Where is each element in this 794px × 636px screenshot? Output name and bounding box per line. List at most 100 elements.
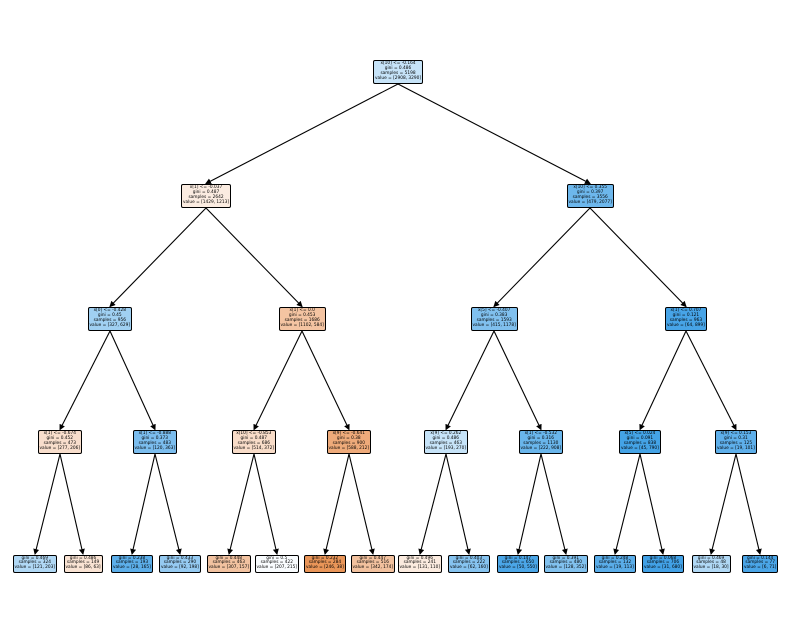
node-text-line: samples = 900 (332, 440, 365, 446)
node-text-line: gini = 0.31 (724, 435, 748, 441)
node-text-line: value = [50, 550] (499, 565, 537, 571)
tree-edge (59, 453, 85, 555)
node-text-line: gini = 0.469 (21, 555, 49, 561)
node-text-line: value = [86, 63] (65, 565, 101, 571)
node-text-line: x[0] <= -0.428 (93, 308, 126, 313)
tree-edge (639, 330, 687, 431)
tree-edge (445, 330, 495, 431)
node-text-line: x[1] <= 0.0 (289, 308, 315, 313)
node-text-line: gini = 0.147 (504, 555, 532, 561)
node-text-line: value = [45, 790] (621, 445, 659, 451)
node-text-line: samples = 686 (237, 440, 270, 446)
tree-edge (109, 330, 156, 431)
node-text-line: value = [128, 352] (545, 565, 587, 571)
node-text-line: samples = 956 (93, 317, 126, 323)
tree-edge (205, 207, 303, 308)
node-text-line: samples = 2642 (188, 194, 224, 200)
node-text-line: gini = 0.091 (626, 435, 654, 441)
node-text-line: gini = 0.5 (266, 555, 288, 561)
node-text-line: value = [222, 908] (520, 445, 562, 451)
tree-edge (493, 207, 591, 308)
node-text-line: value = [92, 198] (161, 565, 199, 571)
node-text-line: gini = 0.068 (649, 555, 677, 561)
node-text-line: x[10] <= 0.355 (573, 185, 607, 190)
tree-edge (301, 330, 350, 431)
node-text-line: x[10] <= -0.164 (380, 61, 416, 66)
tree-edge (227, 453, 255, 555)
node-text-line: samples = 48 (696, 560, 726, 566)
node-text-line: gini = 0.121 (672, 312, 700, 318)
node-text-line: samples = 473 (43, 440, 76, 446)
node-text-line: gini = 0.232 (311, 555, 339, 561)
node-text-line: value = [1102, 584] (280, 322, 324, 328)
tree-edge (613, 453, 641, 555)
node-text-line: samples = 3556 (572, 194, 608, 200)
tree-edge (205, 83, 399, 184)
tree-edge (445, 453, 471, 555)
node-text-line: gini = 0.447 (359, 555, 387, 561)
node-text-line: samples = 193 (115, 560, 149, 566)
node-text-line: samples = 290 (163, 560, 197, 566)
tree-edge (735, 453, 762, 555)
tree-edge (589, 207, 687, 308)
node-text-line: gini = 0.391 (552, 555, 580, 561)
node-text-line: value = [2908, 3290] (375, 75, 422, 81)
node-text-line: x[1] <= -0.888 (138, 431, 171, 436)
node-text-line: samples = 222 (452, 560, 486, 566)
node-text-line: x[1] <= -0.674 (43, 431, 76, 436)
node-text-line: gini = 0.238 (118, 555, 146, 561)
node-text-line: samples = 483 (138, 440, 171, 446)
node-text-line: samples = 650 (501, 560, 535, 566)
node-text-line: samples = 132 (598, 560, 632, 566)
node-text-line: value = [1429, 1213] (183, 199, 230, 205)
node-text-line: x[1] <= -0.532 (524, 431, 557, 436)
node-text-line: value = [121, 203] (14, 565, 56, 571)
node-text-line: samples = 5198 (380, 70, 416, 76)
tree-edge (418, 453, 447, 555)
node-text-line: gini = 0.486 (432, 435, 460, 441)
node-text-line: samples = 125 (719, 440, 753, 446)
tree-edge (685, 330, 737, 431)
node-text-line: samples = 463 (429, 440, 462, 446)
node-text-line: samples = 838 (623, 440, 657, 446)
node-text-line: value = [207, 215] (256, 565, 298, 571)
node-text-line: gini = 0.397 (576, 189, 604, 195)
node-text-line: samples = 1593 (476, 317, 512, 323)
node-text-line: gini = 0.487 (192, 189, 220, 195)
node-text-line: value = [277, 206] (39, 445, 81, 451)
node-text-line: gini = 0.453 (288, 312, 316, 318)
node-text-line: value = [342, 174] (352, 565, 394, 571)
tree-edge (59, 330, 111, 431)
node-text-line: value = [514, 372] (233, 445, 275, 451)
tree-edge (253, 453, 279, 555)
node-text-line: gini = 0.144 (746, 555, 774, 561)
node-text-line: gini = 0.316 (527, 435, 555, 441)
node-text-line: samples = 480 (549, 560, 582, 566)
tree-edge (397, 83, 591, 184)
node-text-line: value = [28, 165] (113, 565, 151, 571)
node-text-line: gini = 0.469 (697, 555, 725, 561)
tree-edge (709, 453, 737, 555)
node-text-line: gini = 0.487 (240, 435, 268, 441)
tree-edge (33, 453, 61, 555)
node-text-line: gini = 0.248 (601, 555, 629, 561)
